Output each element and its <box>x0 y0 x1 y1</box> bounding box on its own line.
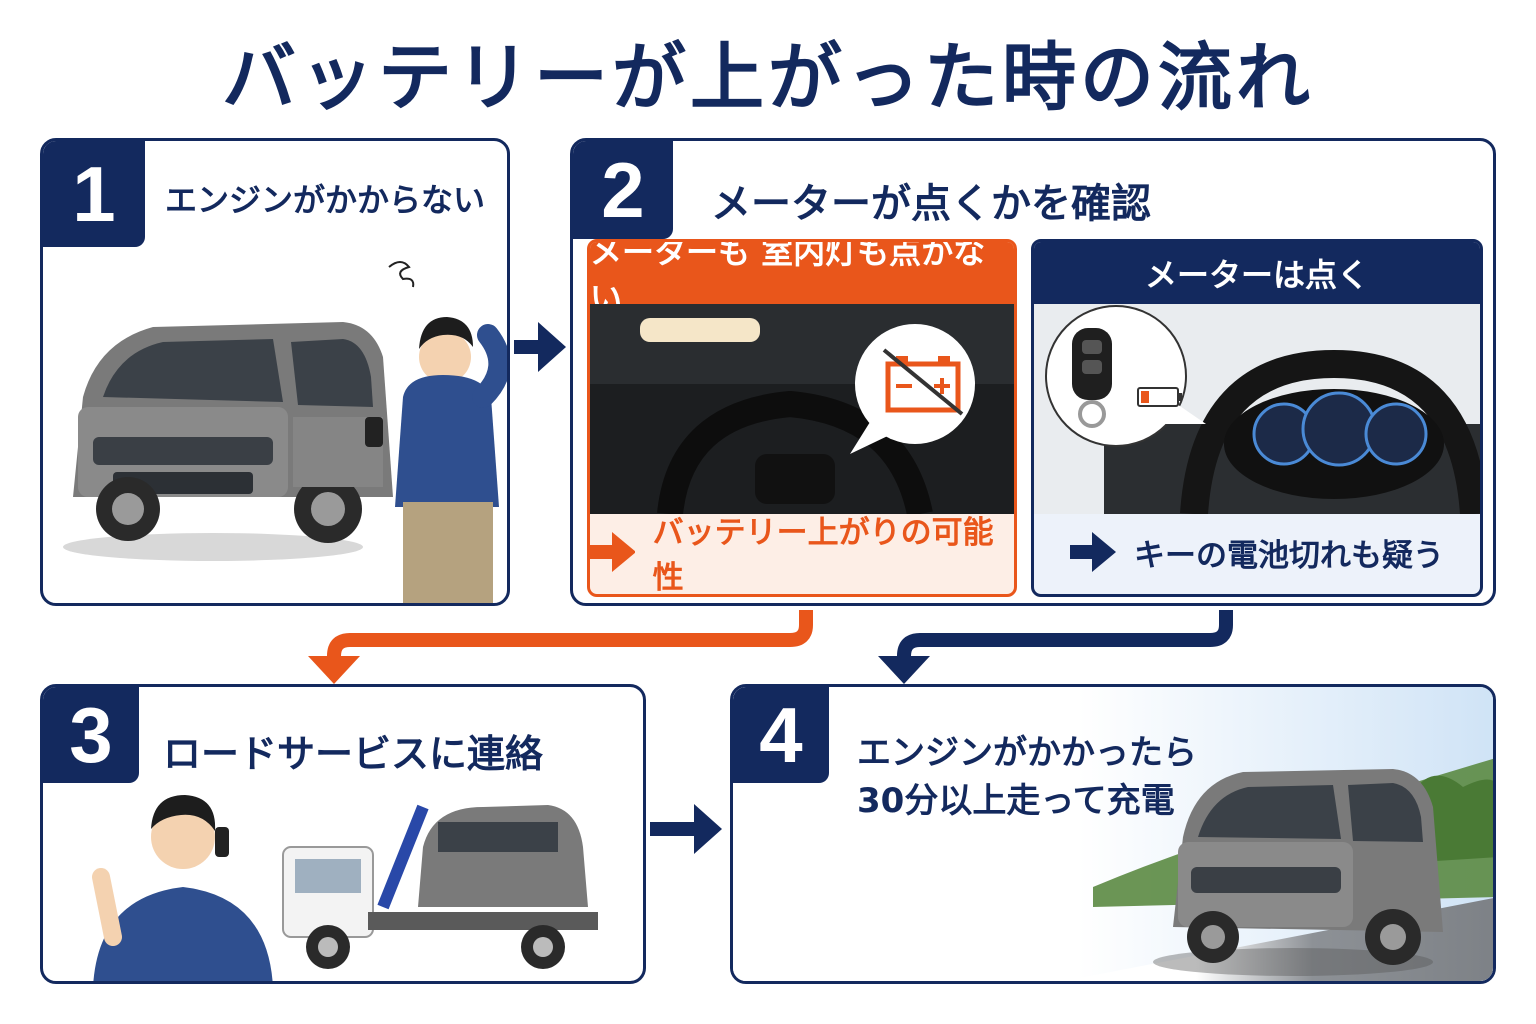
step-title-line-2: 30分以上走って充電 <box>857 781 1175 821</box>
arrow-down-left-navy-icon <box>878 610 1233 684</box>
step-title: メーターが点くかを確認 <box>711 181 1151 227</box>
step-2-card: 2 メーターが点くかを確認 メーターも 室内灯も点かない <box>570 138 1496 606</box>
check-left-result: バッテリー上がりの可能性 <box>590 510 1014 594</box>
tow-truck-illustration <box>92 795 598 981</box>
step-number: 4 <box>733 687 829 783</box>
arrow-down-left-orange-icon <box>308 610 813 684</box>
check-left-header: メーターも 室内灯も点かない <box>590 242 1014 317</box>
arrow-right-icon <box>590 532 635 572</box>
arrow-right-icon <box>514 322 566 372</box>
step-title: エンジンがかからない <box>165 181 486 219</box>
arrow-right-icon <box>1070 532 1116 572</box>
step-4-card: 4 エンジンがかかったら 30分以上走って充電 <box>730 684 1496 984</box>
no-battery-icon <box>882 346 964 416</box>
check-right-result: キーの電池切れも疑う <box>1034 510 1480 594</box>
check-right-header: メーターは点く <box>1034 242 1480 304</box>
car-illustration <box>63 261 507 603</box>
arrow-right-icon <box>650 804 722 854</box>
step-3-card: 3 ロードサービスに連絡 <box>40 684 646 984</box>
check-right-panel: メーターは点く キーの電池切れも疑う <box>1031 239 1483 597</box>
check-left-panel: メーターも 室内灯も点かない バッテリー上がりの可能性 <box>587 239 1017 597</box>
step-1-card: 1 エンジンがかからない <box>40 138 510 606</box>
step-number: 3 <box>43 687 139 783</box>
driving-car-illustration <box>733 687 1493 981</box>
step-title-line-1: エンジンがかかったら <box>857 733 1197 773</box>
check-left-result-text: バッテリー上がりの可能性 <box>652 515 994 596</box>
page-title: バッテリーが上がった時の流れ <box>222 35 1314 121</box>
step-title: ロードサービスに連絡 <box>163 732 544 776</box>
step-number: 1 <box>43 141 145 247</box>
check-right-result-text: キーの電池切れも疑う <box>1134 537 1444 574</box>
step-number: 2 <box>573 141 673 239</box>
smart-key-low-battery-icon <box>1064 322 1194 432</box>
